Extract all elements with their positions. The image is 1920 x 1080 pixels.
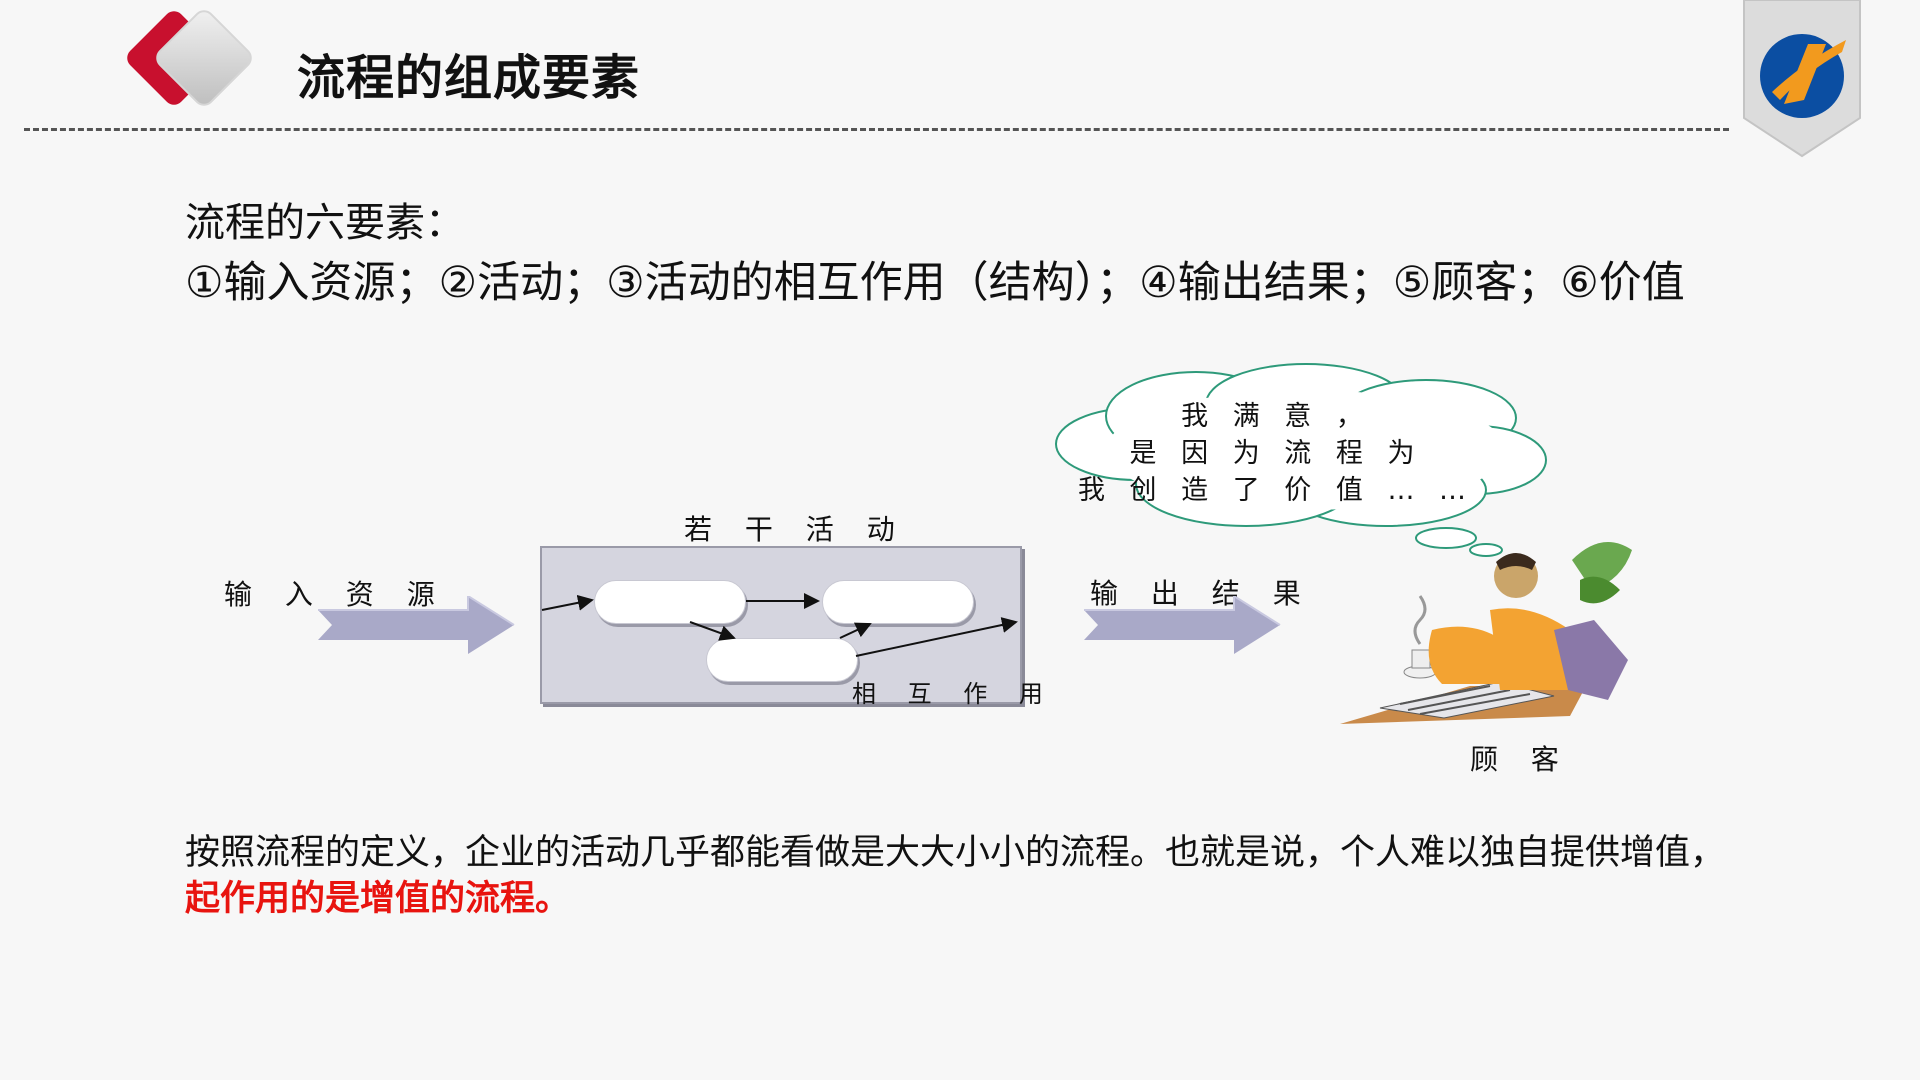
output-arrow-icon [1084, 596, 1281, 654]
thought-line: 我 满 意 ， [1181, 401, 1371, 432]
activity-node [594, 580, 746, 624]
conclusion-text: 按照流程的定义，企业的活动几乎都能看做是大大小小的流程。也就是说，个人难以独自提… [185, 830, 1745, 922]
conclusion-body: 按照流程的定义，企业的活动几乎都能看做是大大小小的流程。也就是说，个人难以独自提… [185, 833, 1726, 873]
six-elements-heading: 流程的六要素： [185, 200, 465, 246]
header-divider [24, 128, 1729, 131]
output-results-label: 输 出 结 果 [1090, 577, 1313, 610]
customer-illustration [1340, 542, 1632, 724]
activities-label: 若 干 活 动 [684, 513, 907, 546]
page-title: 流程的组成要素 [297, 50, 641, 106]
activity-node [706, 638, 858, 682]
input-arrow-icon [318, 596, 515, 654]
interaction-arrows-icon [541, 593, 1018, 657]
thought-cloud-icon [1055, 363, 1547, 557]
company-logo-icon [1743, 0, 1861, 158]
customer-label: 顾 客 [1470, 743, 1571, 776]
input-resources-label: 输 入 资 源 [224, 578, 447, 611]
activity-node [822, 580, 974, 624]
six-elements-list: ①输入资源；②活动；③活动的相互作用（结构）；④输出结果；⑤顾客；⑥价值 [185, 258, 1685, 308]
conclusion-highlight: 起作用的是增值的流程。 [185, 879, 571, 919]
interaction-label: 相 互 作 用 [852, 680, 1055, 708]
header-diamond-icon [127, 10, 252, 106]
activities-box: 相 互 作 用 [540, 546, 1043, 708]
thought-line: 是 因 为 流 程 为 [1129, 438, 1423, 469]
thought-line: 我 创 造 了 价 值 … … [1077, 475, 1475, 506]
